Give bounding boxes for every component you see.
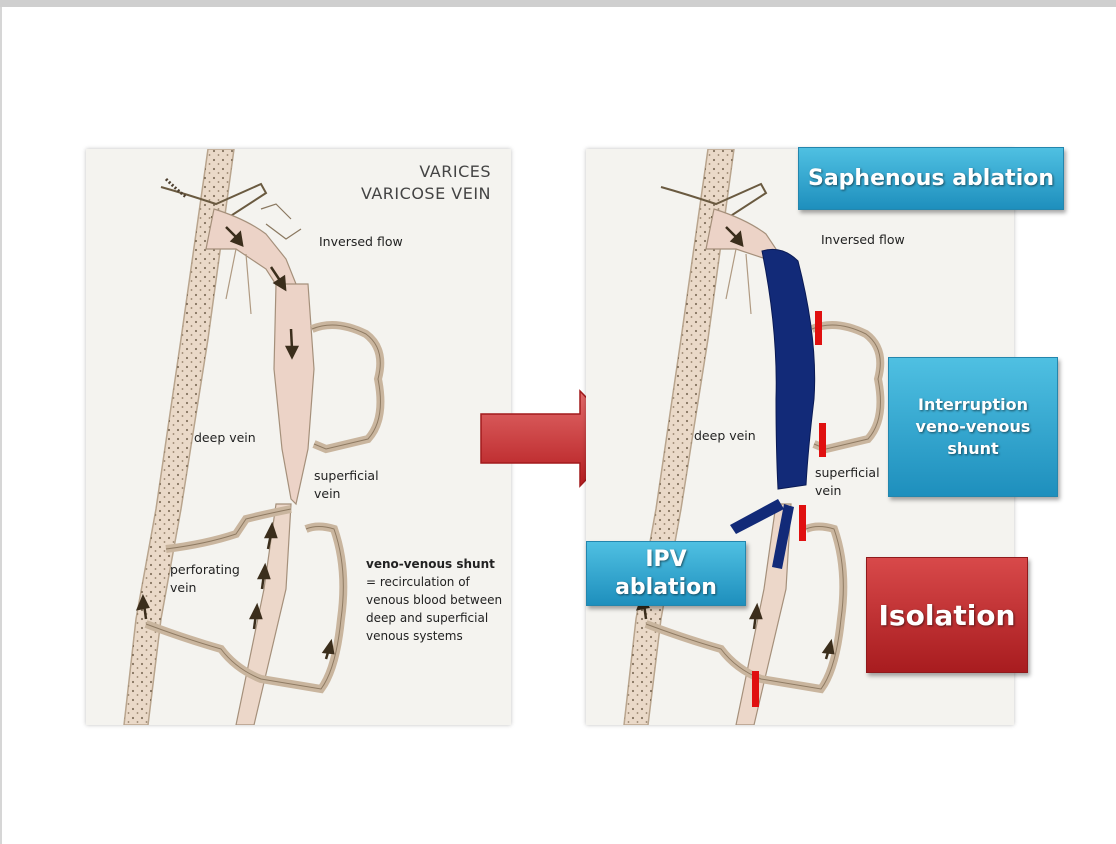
label-veno-venous-shunt: veno-venous shunt = recirculation of ven… [366, 555, 506, 645]
superficial-vein-left [273, 283, 315, 506]
left-edge [0, 7, 2, 844]
diagram-title-varicose-vein: VARICOSE VEIN [360, 184, 491, 203]
diagram-title-varices: VARICES [419, 162, 491, 181]
label-deep-vein: deep vein [194, 430, 256, 445]
interruption-mark-4 [752, 671, 759, 707]
ablated-perforator-vein [730, 499, 784, 534]
interruption-mark-3 [799, 505, 806, 541]
interruption-mark-2 [819, 423, 826, 457]
callout-ipv-ablation: IPV ablation [586, 541, 746, 606]
label-inversed-flow: Inversed flow [319, 234, 403, 249]
ablated-saphenous-vein [761, 248, 816, 490]
callout-isolation: Isolation [866, 557, 1028, 673]
callout-saphenous-ablation: Saphenous ablation [798, 147, 1064, 210]
label-deep-vein-right: deep vein [694, 428, 756, 443]
ablated-branch-vein [772, 504, 794, 569]
left-diagram-panel: VARICES VARICOSE VEIN Inversed flow deep… [86, 149, 511, 725]
label-superficial-vein: superficial vein [314, 468, 379, 501]
label-superficial-vein-right: superficial vein [815, 465, 880, 498]
top-bar [0, 0, 1116, 7]
left-vein-illustration [123, 149, 385, 725]
callout-interruption-shunt: Interruption veno-venous shunt [888, 357, 1058, 497]
shunt-description: = recirculation of venous blood between … [366, 575, 503, 643]
shunt-title: veno-venous shunt [366, 557, 495, 571]
interruption-mark-1 [815, 311, 822, 345]
label-perforating-vein: perforating vein [170, 562, 240, 595]
label-inversed-flow-right: Inversed flow [821, 232, 905, 247]
